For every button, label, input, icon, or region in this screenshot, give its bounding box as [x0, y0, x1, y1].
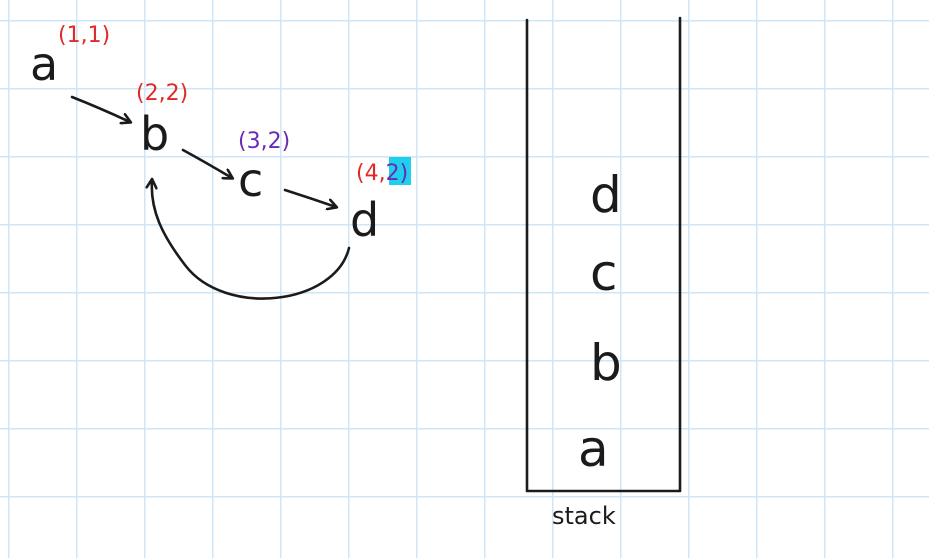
- node-b-label: b: [140, 107, 169, 161]
- stack-caption: stack: [552, 502, 616, 530]
- node-d-label: d: [350, 193, 379, 247]
- node-c-annotation: (3,2): [238, 129, 290, 154]
- edge-a-to-b: [70, 95, 130, 122]
- stack-item-a: a: [578, 420, 609, 478]
- edge-b-to-c: [181, 148, 232, 178]
- stack-item-d: d: [590, 166, 622, 224]
- node-a-annotation: (1,1): [58, 23, 110, 48]
- node-b-annotation: (2,2): [136, 81, 188, 106]
- edge-d-to-b: [152, 180, 351, 300]
- node-d-annotation-prefix: (4,: [356, 161, 386, 186]
- highlight-box: [389, 157, 411, 185]
- stack-item-b: b: [590, 334, 622, 392]
- node-a-label: a: [30, 37, 58, 91]
- stack-container: [525, 16, 682, 493]
- stack-item-c: c: [590, 244, 618, 302]
- node-d-annotation-suffix: ): [400, 161, 409, 186]
- edge-c-to-d: [283, 188, 336, 207]
- node-c-label: c: [238, 153, 263, 207]
- node-d-annotation: (4,2): [356, 161, 408, 186]
- node-d-annotation-highlight: 2: [386, 161, 400, 186]
